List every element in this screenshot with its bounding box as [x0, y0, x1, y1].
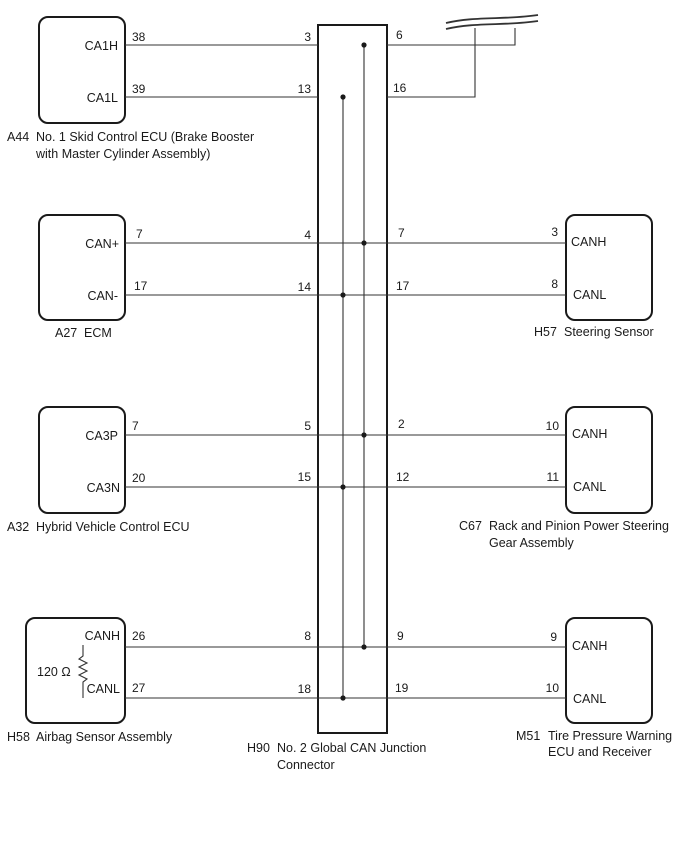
- dot: [361, 432, 367, 438]
- pin-number: 27: [132, 681, 146, 695]
- pin-number: 2: [398, 417, 405, 431]
- caption-tire-code: M51: [516, 729, 540, 743]
- signal-airbag-canh: CANH: [85, 629, 120, 643]
- pin-number: 18: [298, 682, 312, 696]
- resistor-symbol: [77, 645, 89, 698]
- caption-junction-name-1: No. 2 Global CAN Junction: [277, 741, 426, 755]
- caption-ecm-code: A27: [55, 326, 77, 340]
- resistor-label: 120 Ω: [37, 665, 71, 679]
- caption-skid-name-2: with Master Cylinder Assembly): [35, 147, 210, 161]
- pin-number: 9: [550, 630, 557, 644]
- pin-number: 8: [304, 629, 311, 643]
- pin-number: 10: [546, 419, 560, 433]
- tire-pressure-ecu-box: [565, 617, 653, 724]
- pin-number: 7: [398, 226, 405, 240]
- dot: [361, 644, 367, 650]
- skid-control-ecu-box: [38, 16, 126, 124]
- signal-airbag-canl: CANL: [87, 682, 120, 696]
- signal-can-minus: CAN-: [87, 289, 118, 303]
- signal-ca1h: CA1H: [85, 39, 118, 53]
- dot: [340, 695, 346, 701]
- pin-number: 17: [396, 279, 410, 293]
- pin-number: 9: [397, 629, 404, 643]
- caption-rack-name-2: Gear Assembly: [489, 536, 575, 550]
- pin-number: 26: [132, 629, 146, 643]
- pin-number: 3: [551, 225, 558, 239]
- caption-rack-code: C67: [459, 519, 482, 533]
- signal-rack-canh: CANH: [572, 427, 607, 441]
- airbag-sensor-box: [25, 617, 126, 724]
- signal-tire-canh: CANH: [572, 639, 607, 653]
- pin-number: 19: [395, 681, 409, 695]
- junction-connector-box: [317, 24, 388, 734]
- pin-number: 38: [132, 30, 146, 44]
- signal-ca1l: CA1L: [87, 91, 118, 105]
- dot: [340, 292, 346, 298]
- caption-skid-name-1: No. 1 Skid Control ECU (Brake Booster: [36, 130, 254, 144]
- signal-rack-canl: CANL: [573, 480, 606, 494]
- caption-steering-name: Steering Sensor: [564, 325, 654, 339]
- wire-row1-right-high: [387, 28, 516, 46]
- dot: [340, 94, 346, 100]
- caption-rack-name-1: Rack and Pinion Power Steering: [489, 519, 669, 533]
- pin-number: 7: [136, 227, 143, 241]
- signal-ca3p: CA3P: [85, 429, 118, 443]
- pin-number: 15: [298, 470, 312, 484]
- pin-number: 4: [304, 228, 311, 242]
- caption-hybrid-code: A32: [7, 520, 29, 534]
- caption-junction-name-2: Connector: [277, 758, 335, 772]
- ecm-box: [38, 214, 126, 321]
- pin-number: 6: [396, 28, 403, 42]
- rack-pinion-box: [565, 406, 653, 514]
- steering-sensor-box: [565, 214, 653, 321]
- junction-dots: [340, 42, 367, 701]
- pin-number: 17: [134, 279, 148, 293]
- pin-number: 20: [132, 471, 146, 485]
- pin-number: 10: [546, 681, 560, 695]
- caption-tire-name-1: Tire Pressure Warning: [548, 729, 672, 743]
- pin-number: 5: [304, 419, 311, 433]
- caption-skid-code: A44: [7, 130, 29, 144]
- pin-number: 11: [547, 470, 560, 484]
- signal-can-plus: CAN+: [85, 237, 119, 251]
- pin-number: 14: [298, 280, 312, 294]
- caption-steering-code: H57: [534, 325, 557, 339]
- pin-number: 7: [132, 419, 139, 433]
- dot: [340, 484, 346, 490]
- pin-number: 12: [396, 470, 410, 484]
- caption-ecm-name: ECM: [84, 326, 112, 340]
- signal-steering-canl: CANL: [573, 288, 606, 302]
- dot: [361, 240, 367, 246]
- caption-hybrid-name: Hybrid Vehicle Control ECU: [36, 520, 190, 534]
- signal-steering-canh: CANH: [571, 235, 606, 249]
- pin-number: 8: [551, 277, 558, 291]
- wire-row1-right-low: [387, 28, 476, 98]
- caption-airbag-name: Airbag Sensor Assembly: [36, 730, 173, 744]
- caption-airbag-code: H58: [7, 730, 30, 744]
- pin-number: 16: [393, 81, 407, 95]
- dot: [361, 42, 367, 48]
- pin-number: 13: [298, 82, 312, 96]
- caption-junction-code: H90: [247, 741, 270, 755]
- pin-number: 39: [132, 82, 146, 96]
- signal-ca3n: CA3N: [87, 481, 120, 495]
- signal-tire-canl: CANL: [573, 692, 606, 706]
- caption-tire-name-2: ECU and Receiver: [548, 745, 652, 759]
- hybrid-ecu-box: [38, 406, 126, 514]
- pin-number: 3: [304, 30, 311, 44]
- wire-break-symbol: [445, 14, 539, 30]
